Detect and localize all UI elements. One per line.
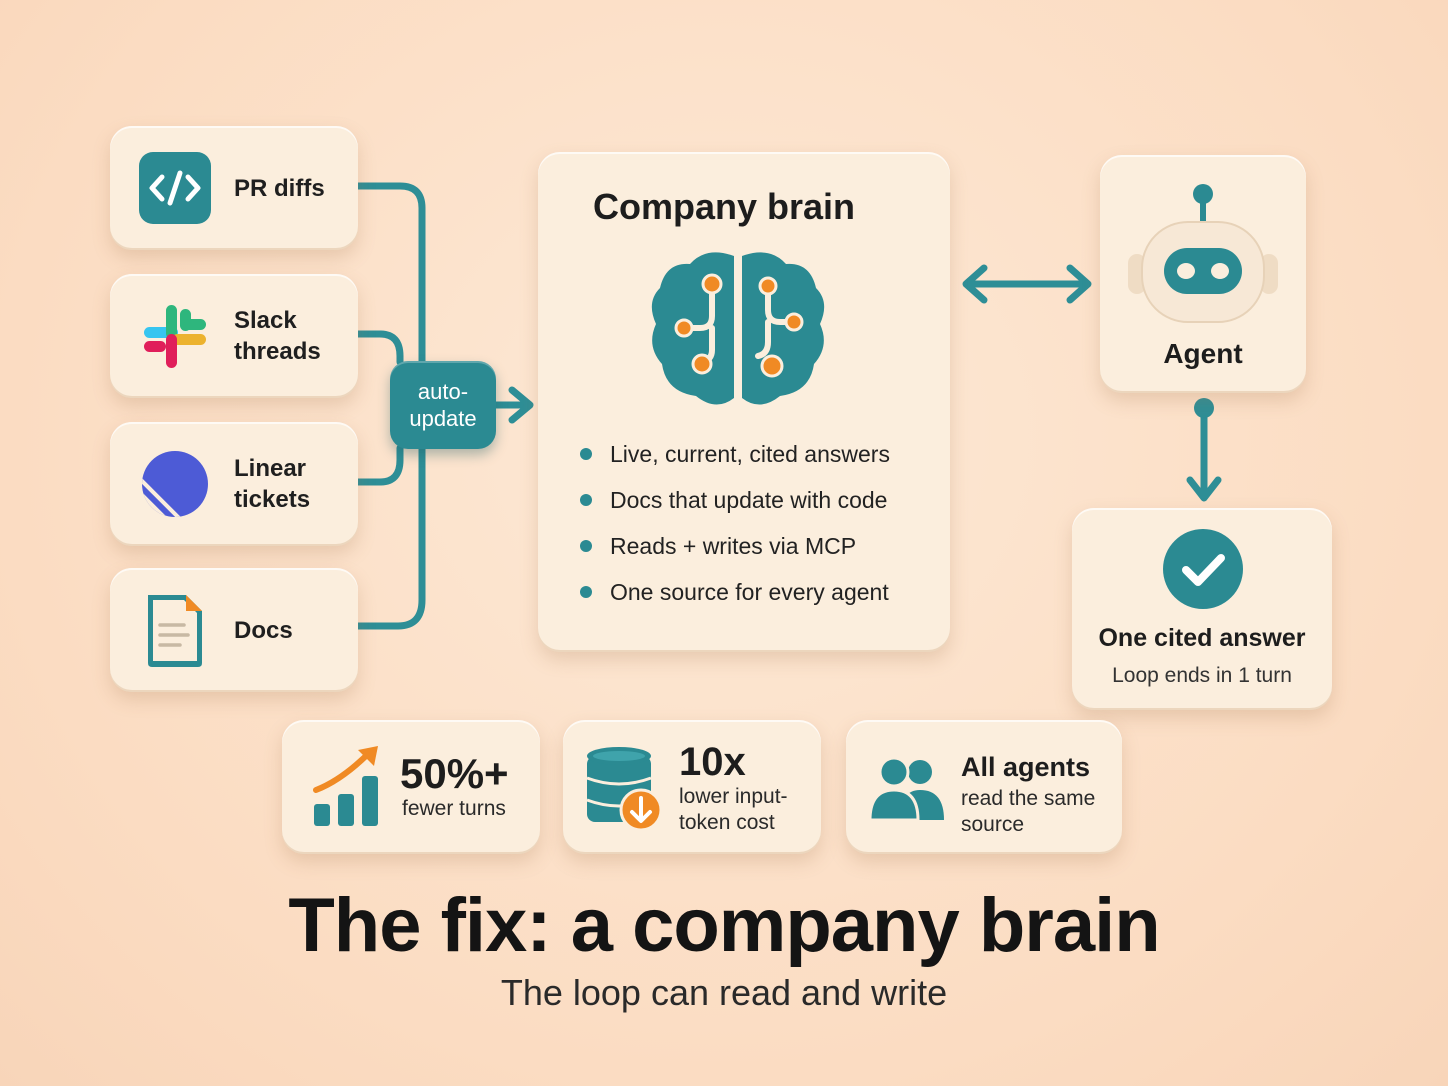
answer-title: One cited answer — [1098, 624, 1306, 652]
document-icon — [148, 595, 202, 667]
checkmark-icon — [1163, 529, 1243, 609]
stat-caption: fewer turns — [402, 797, 506, 820]
brain-circuit-icon — [651, 252, 825, 405]
list-item: One source for every agent — [578, 574, 890, 620]
wire-slack — [354, 330, 404, 366]
slack-icon — [144, 305, 206, 368]
brain-feature-list: Live, current, cited answers Docs that u… — [578, 436, 890, 620]
database-down-icon — [586, 747, 663, 832]
source-card-docs[interactable]: Docs — [110, 568, 358, 692]
company-brain-title: Company brain — [592, 186, 856, 227]
source-label: PR diffs — [234, 174, 325, 202]
list-item: Docs that update with code — [578, 482, 890, 528]
stat-caption: lower input-token cost — [679, 785, 788, 834]
growth-chart-icon — [313, 746, 378, 826]
linear-icon — [142, 451, 208, 517]
list-item: Live, current, cited answers — [578, 436, 890, 482]
stat-card-cost: 10x lower input-token cost — [563, 720, 821, 854]
source-label: Docs — [234, 616, 293, 644]
page-title: The fix: a company brain — [288, 883, 1160, 968]
stat-card-turns: 50%+ fewer turns — [282, 720, 540, 854]
stat-value: 50%+ — [400, 750, 509, 797]
agent-label: Agent — [1163, 338, 1243, 369]
robot-icon — [1128, 184, 1278, 323]
code-icon — [139, 152, 211, 224]
company-brain-card — [538, 152, 950, 652]
list-item: Reads + writes via MCP — [578, 528, 890, 574]
auto-update-badge: auto-update — [390, 361, 496, 449]
page-subtitle: The loop can read and write — [500, 972, 948, 1013]
stat-value: 10x — [679, 740, 746, 784]
users-icon — [870, 756, 944, 822]
source-card-pr-diffs[interactable]: PR diffs — [110, 126, 358, 250]
wire-linear — [354, 444, 404, 486]
answer-subtitle: Loop ends in 1 turn — [1112, 664, 1292, 687]
stat-value: All agents — [961, 752, 1091, 782]
